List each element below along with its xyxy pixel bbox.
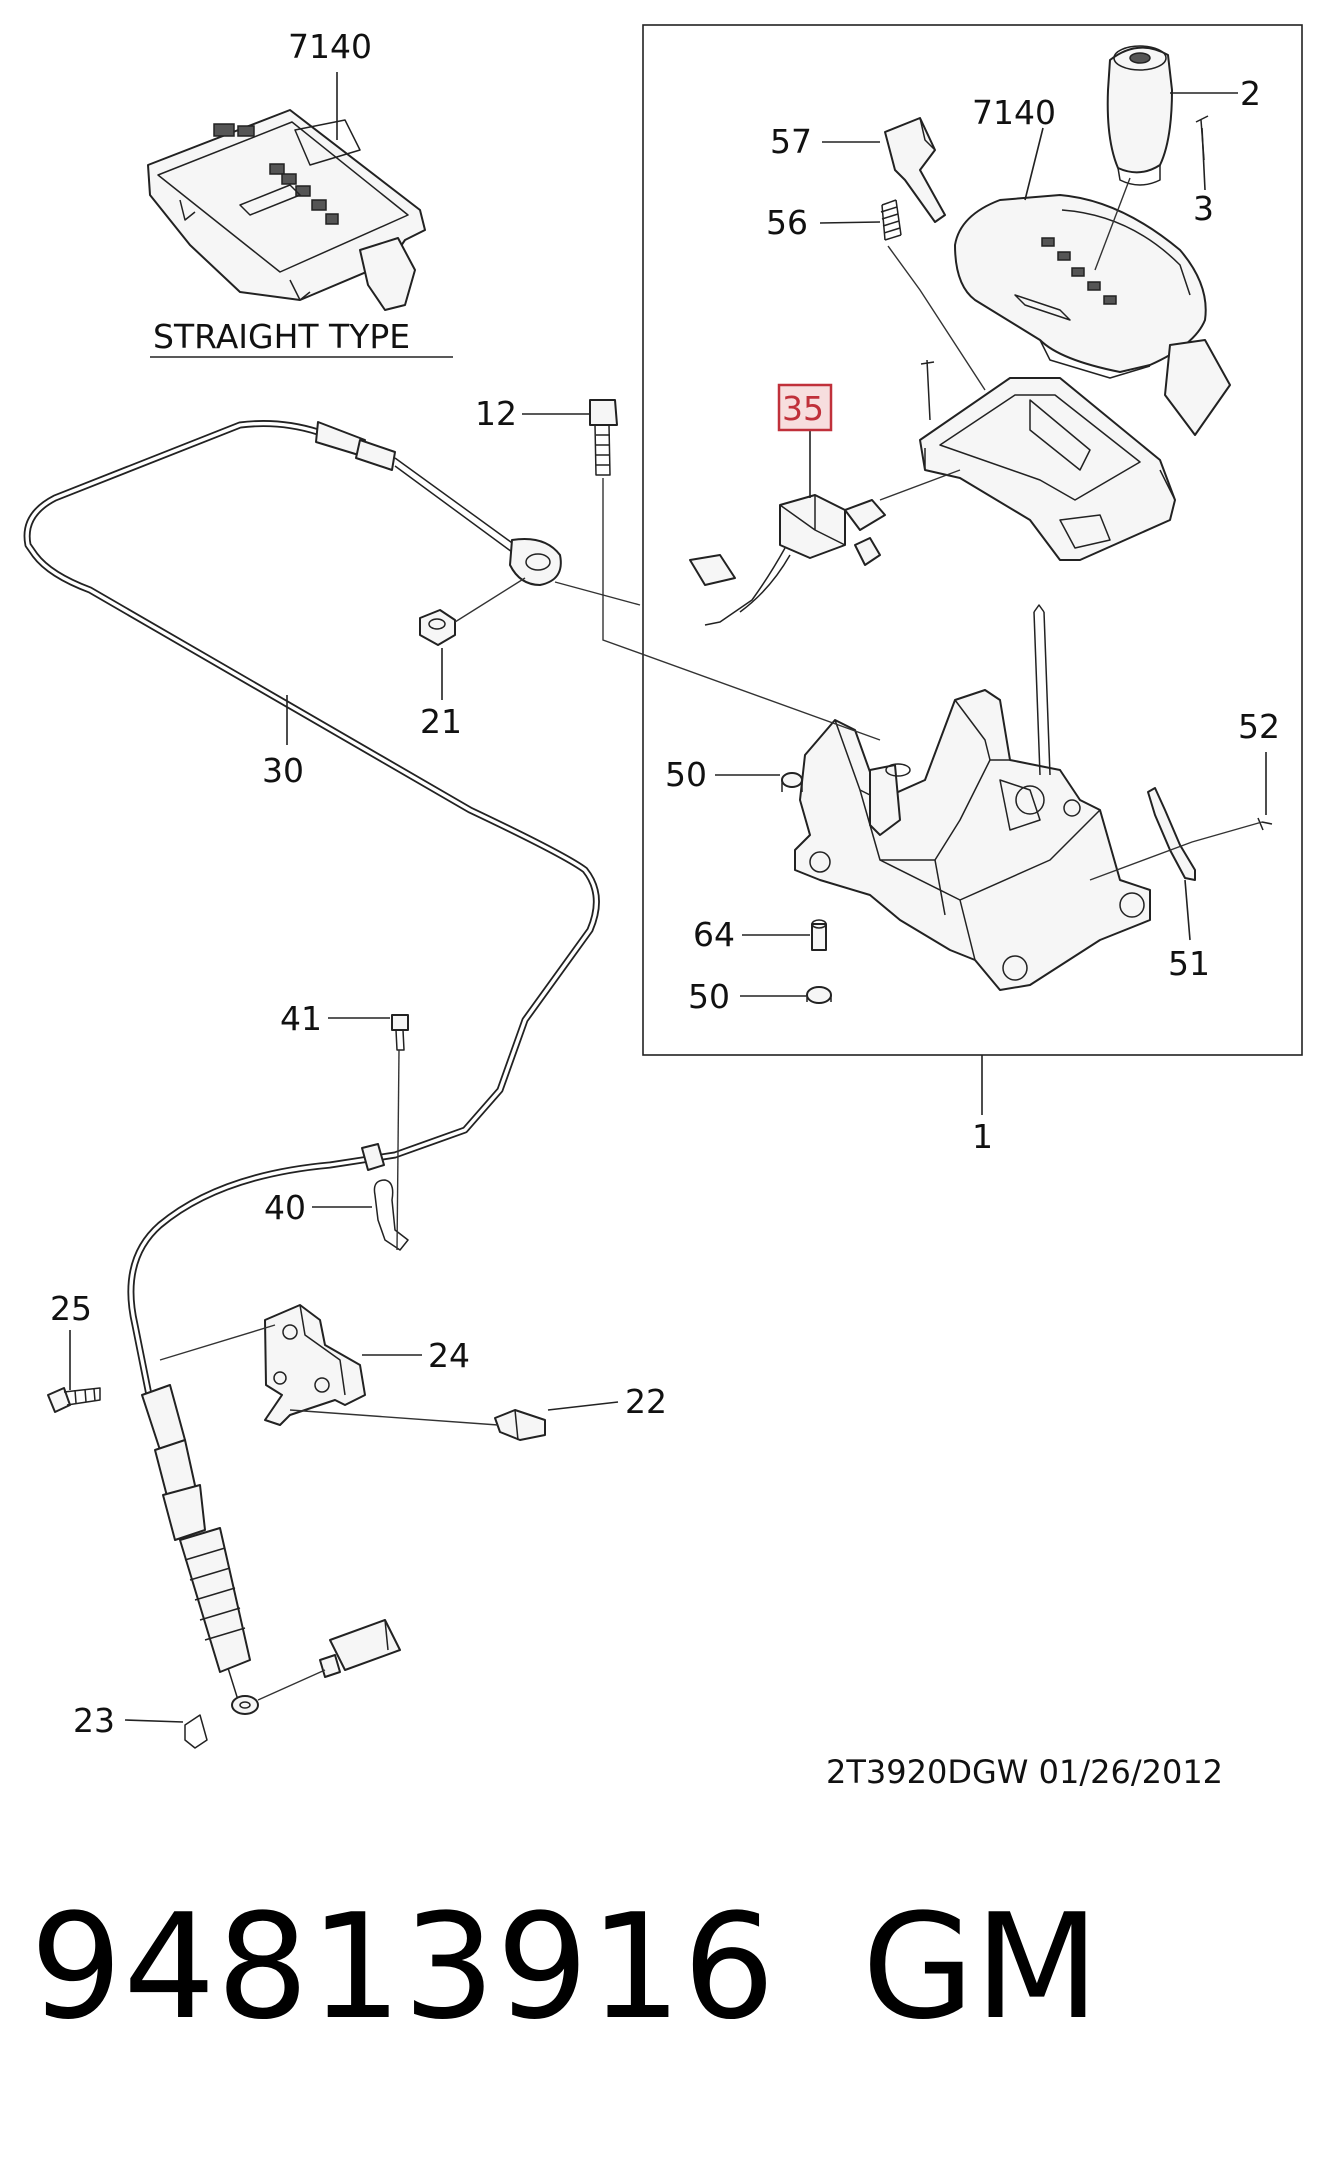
screw-52 [1257, 817, 1273, 831]
dashline-41 [396, 1049, 400, 1251]
bushing-50-upper [781, 772, 803, 792]
dashline-21 [454, 577, 526, 623]
leader-7140-box [1024, 127, 1044, 201]
label-22: 22 [625, 1382, 667, 1421]
lever-51 [1147, 787, 1196, 881]
clip-23 [184, 1714, 208, 1749]
dashline-solenoid [879, 469, 961, 501]
bracket-24 [264, 1304, 366, 1426]
shift-knob [1106, 45, 1173, 186]
dashline-24-cable [159, 1324, 276, 1361]
assembly-frame [642, 24, 1303, 1056]
dashline-cable [554, 581, 641, 606]
shifter-base [794, 689, 1151, 991]
dashline-56 [887, 245, 986, 391]
nut-21 [419, 609, 456, 646]
dashline-knob [1094, 177, 1131, 271]
leader-22 [547, 1401, 619, 1411]
label-straight-type: STRAIGHT TYPE [153, 317, 410, 356]
label-7140-box: 7140 [972, 93, 1056, 132]
shifter-bezel [919, 377, 1176, 561]
bolt-41 [391, 1014, 409, 1051]
indicator-plate-straight [147, 109, 426, 311]
clip-40 [373, 1179, 409, 1251]
part-number: 94813916 [30, 1883, 777, 2052]
bolt-12 [589, 399, 618, 476]
spring-56 [880, 199, 902, 241]
label-23: 23 [73, 1701, 115, 1740]
label-56: 56 [766, 203, 808, 242]
release-button-57 [884, 117, 946, 223]
leader-23 [124, 1719, 184, 1723]
label-57: 57 [770, 122, 812, 161]
cable-end-connector [319, 1619, 401, 1678]
label-51: 51 [1168, 944, 1210, 983]
label-25: 25 [50, 1289, 92, 1328]
indicator-housing [954, 194, 1231, 436]
label-30: 30 [262, 751, 304, 790]
bezel-screw [920, 359, 935, 421]
leader-56 [819, 221, 881, 224]
dashline-24-22 [289, 1409, 499, 1426]
label-2: 2 [1240, 74, 1261, 113]
label-35-highlight [777, 383, 833, 432]
leader-51 [1184, 879, 1191, 941]
label-1: 1 [972, 1117, 993, 1156]
dashline-connector [257, 1669, 326, 1701]
label-3: 3 [1193, 189, 1214, 228]
label-12: 12 [475, 394, 517, 433]
label-50-upper: 50 [665, 755, 707, 794]
shift-lever-rod [1033, 604, 1051, 776]
leader-3 [1201, 127, 1206, 191]
label-35: 35 [782, 389, 824, 428]
label-21: 21 [420, 702, 462, 741]
label-7140-top: 7140 [288, 27, 372, 66]
label-41: 41 [280, 999, 322, 1038]
dashline-12 [602, 478, 881, 741]
label-64: 64 [693, 915, 735, 954]
label-24: 24 [428, 1336, 470, 1375]
label-52: 52 [1238, 707, 1280, 746]
brand-name: GM [862, 1883, 1100, 2052]
shift-cable [23, 420, 600, 1715]
dashline-51 [1089, 821, 1263, 881]
bolt-25 [47, 1387, 101, 1413]
spacer-64 [811, 919, 827, 951]
label-40: 40 [264, 1188, 306, 1227]
label-50-lower: 50 [688, 977, 730, 1016]
bushing-50-lower [806, 986, 832, 1004]
shift-lock-solenoid [689, 494, 886, 626]
clip-22 [494, 1409, 546, 1441]
drawing-code: 2T3920DGW 01/26/2012 [826, 1753, 1223, 1791]
